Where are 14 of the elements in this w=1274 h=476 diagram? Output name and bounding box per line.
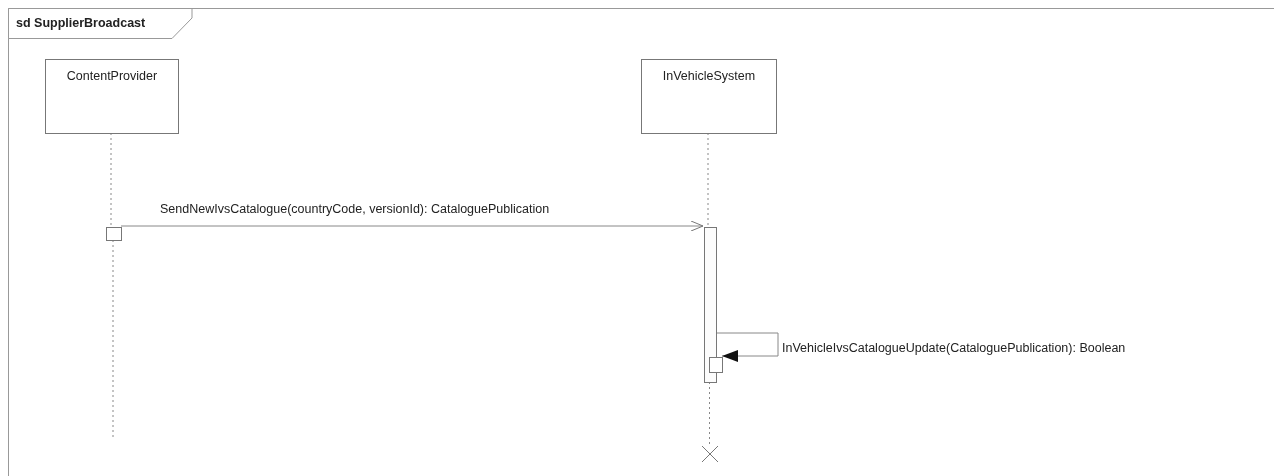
- execution-box: [106, 227, 122, 241]
- lifeline-head: [641, 59, 777, 134]
- frame-title: sd SupplierBroadcast: [16, 16, 146, 30]
- self-message-arrow: [715, 332, 779, 362]
- destruction-mark: [702, 446, 718, 462]
- lifeline-name: InVehicleSystem: [661, 69, 757, 83]
- lifeline-head: [45, 59, 179, 134]
- message-label: InVehicleIvsCatalogueUpdate(CataloguePublication): Boolean: [782, 341, 1126, 355]
- activation-bar: [704, 227, 717, 383]
- lifeline: [709, 381, 710, 446]
- lifeline-name: ContentProvider: [65, 69, 159, 83]
- message-arrow: [120, 220, 704, 232]
- message-label: SendNewIvsCatalogue(countryCode, versionId): CataloguePublication: [160, 202, 550, 216]
- execution-box: [709, 357, 723, 373]
